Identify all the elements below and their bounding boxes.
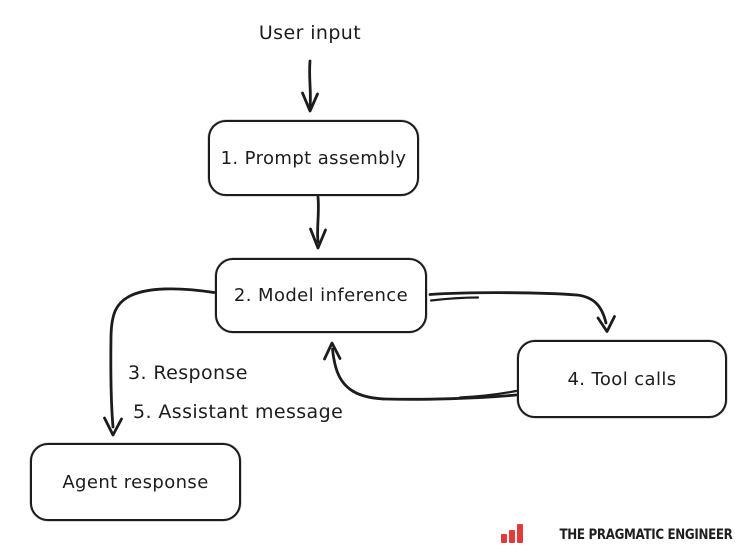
logo-bar-tall <box>516 524 523 543</box>
arrow-tool-calls-to-model-inference <box>323 341 518 401</box>
arrow-model-inference-to-agent-response <box>103 287 216 437</box>
node-agent-response-label: Agent response <box>62 471 209 493</box>
node-prompt-assembly: 1. Prompt assembly <box>208 120 419 196</box>
arrow-prompt-assembly-to-model-inference <box>309 195 327 250</box>
user-input-label: User input <box>258 22 362 44</box>
node-tool-calls-label: 4. Tool calls <box>567 368 677 390</box>
arrow-model-inference-to-tool-calls <box>428 291 616 333</box>
logo-bar-medium <box>508 530 515 543</box>
edge-label-assistant-message: 5. Assistant message <box>133 401 344 423</box>
arrow-user-input-to-prompt-assembly <box>301 59 319 113</box>
edge-label-response: 3. Response <box>128 362 248 384</box>
pragmatic-engineer-logo: THE PRAGMATIC ENGINEER <box>500 524 732 543</box>
node-model-inference-label: 2. Model inference <box>233 285 409 306</box>
logo-bar-small <box>500 534 507 543</box>
brand-name-text: THE PRAGMATIC ENGINEER <box>559 526 732 543</box>
node-model-inference: 2. Model inference <box>215 258 427 333</box>
node-tool-calls: 4. Tool calls <box>517 340 727 418</box>
node-agent-response: Agent response <box>30 443 241 521</box>
node-prompt-assembly-label: 1. Prompt assembly <box>220 147 407 169</box>
bar-chart-logo-icon <box>500 524 523 543</box>
